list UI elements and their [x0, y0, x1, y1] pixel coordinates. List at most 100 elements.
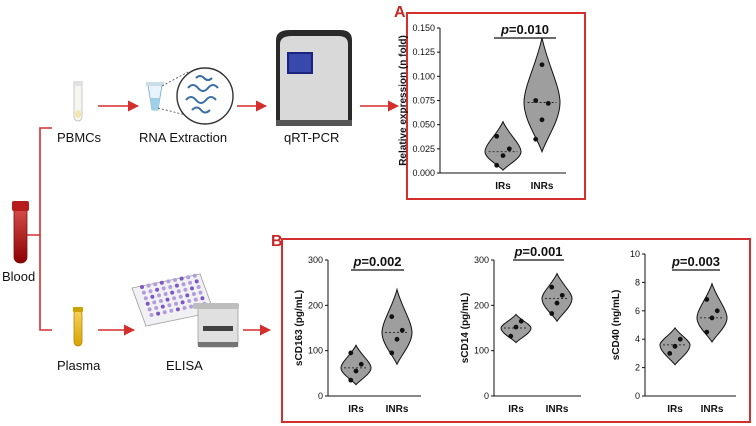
data-point [704, 329, 710, 335]
elisa-well [162, 310, 167, 315]
elisa-well [161, 286, 166, 291]
data-point [348, 377, 354, 383]
rna-extraction-label: RNA Extraction [139, 130, 227, 145]
violin-shape [340, 344, 372, 386]
data-point [539, 62, 545, 68]
blood-label: Blood [2, 269, 35, 284]
elisa-well [165, 297, 170, 302]
data-point [348, 350, 354, 356]
elisa-well [176, 289, 181, 294]
elisa-well [183, 287, 188, 292]
elisa-well [192, 273, 197, 278]
elisa-plate-icon [131, 273, 215, 327]
plate-reader-icon [193, 303, 239, 348]
violin-shape [541, 272, 573, 323]
panel-b-letter: B [271, 233, 283, 250]
panel-b-frame [281, 238, 751, 423]
elisa-well [170, 290, 175, 295]
data-point [677, 336, 683, 342]
elisa-well [145, 301, 150, 306]
elisa-well [193, 297, 198, 302]
data-point [353, 368, 359, 374]
chart-relative-expression: 0.0000.0250.0500.0750.1000.1250.150Relat… [398, 22, 566, 192]
violin-shape [523, 37, 561, 154]
rna-extraction-icon [146, 67, 234, 125]
data-point [672, 343, 678, 349]
y-tick-label: 2 [635, 363, 640, 373]
elisa-well [181, 282, 186, 287]
p-value-label: p=0.010 [500, 22, 549, 37]
plasma-tube-icon [73, 307, 83, 347]
workflow-connectors [27, 127, 52, 331]
elisa-well [187, 299, 192, 303]
elisa-well [168, 285, 173, 289]
y-tick-label: 0.075 [412, 96, 435, 106]
elisa-well [190, 286, 194, 291]
elisa-well [172, 296, 177, 301]
y-tick-label: 0 [635, 391, 640, 401]
elisa-well [200, 296, 205, 301]
elisa-well [175, 307, 180, 312]
elisa-well [194, 279, 199, 284]
y-tick-label: 4 [635, 334, 640, 344]
data-point [709, 315, 715, 321]
elisa-well [146, 283, 151, 288]
data-point [494, 162, 500, 168]
elisa-well [179, 276, 184, 281]
y-tick-label: 200 [308, 300, 323, 310]
data-point [545, 101, 551, 106]
data-point [554, 300, 560, 306]
y-tick-label: 0 [484, 391, 489, 401]
data-point [506, 146, 512, 152]
elisa-well [191, 292, 196, 296]
data-point [513, 324, 519, 330]
data-point [389, 350, 395, 356]
y-tick-label: 0.150 [412, 23, 435, 33]
elisa-well [163, 292, 168, 296]
elisa-well [153, 282, 158, 287]
y-axis-title: sCD163 (pg/mL) [294, 290, 305, 366]
category-label: INRs [531, 181, 554, 192]
data-point [518, 318, 524, 324]
y-tick-label: 0.050 [412, 120, 435, 130]
data-point [549, 284, 555, 290]
elisa-well [196, 285, 201, 289]
elisa-well [149, 313, 154, 317]
elisa-well [160, 304, 165, 309]
category-label: INRs [701, 404, 724, 415]
violin-shape [484, 120, 522, 171]
elisa-well [166, 279, 171, 284]
data-point [358, 361, 364, 367]
plasma-label: Plasma [57, 358, 101, 373]
data-point [399, 327, 405, 333]
y-tick-label: 300 [308, 255, 323, 265]
elisa-well [157, 293, 161, 298]
p-value-label: p=0.002 [352, 254, 401, 269]
elisa-well [182, 306, 187, 310]
y-tick-label: 100 [308, 346, 323, 356]
p-value-label: p=0.003 [671, 254, 720, 269]
category-label: INRs [386, 404, 409, 415]
elisa-well [169, 308, 174, 313]
pbmc-tube-icon [73, 81, 83, 122]
elisa-label: ELISA [166, 358, 203, 373]
elisa-well [152, 300, 157, 305]
blood-tube-icon [12, 201, 29, 264]
y-tick-label: 0 [318, 391, 323, 401]
y-tick-label: 100 [474, 346, 489, 356]
p-value-label: p=0.001 [513, 244, 562, 259]
y-tick-label: 10 [630, 249, 640, 259]
elisa-well [188, 280, 193, 285]
category-label: IRs [495, 181, 511, 192]
data-point [714, 308, 720, 314]
elisa-well [167, 303, 172, 308]
elisa-well [186, 275, 191, 280]
elisa-well [147, 307, 152, 312]
elisa-well [159, 280, 164, 285]
y-axis-title: sCD40 (ng/mL) [611, 290, 622, 361]
y-tick-label: 200 [474, 300, 489, 310]
elisa-well [174, 283, 179, 288]
elisa-well [156, 311, 161, 316]
